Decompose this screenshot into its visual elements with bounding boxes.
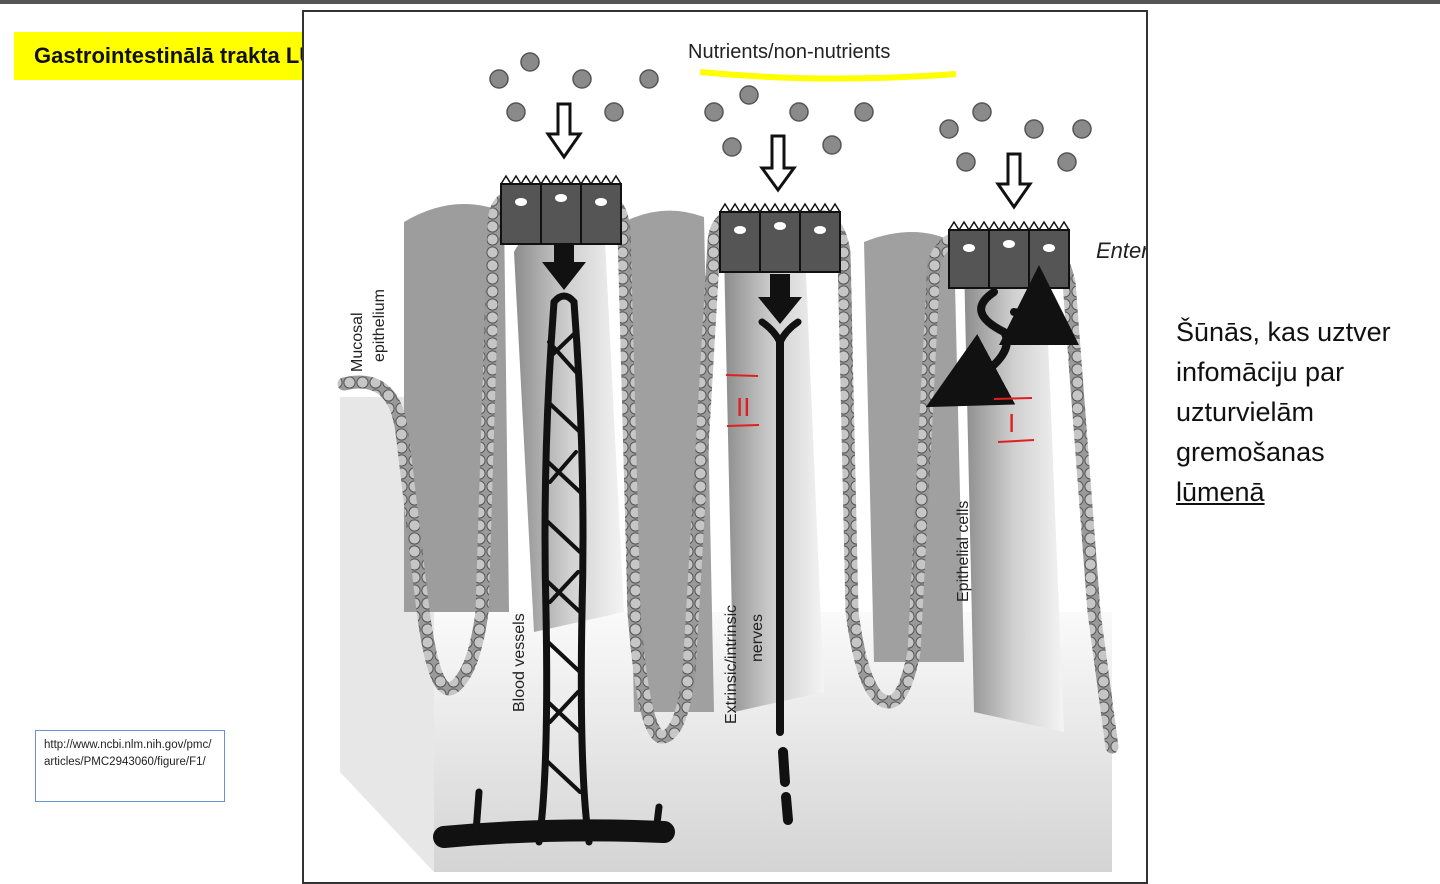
figure-frame: II I Nutrients/non-nutrients Entero-endo… bbox=[302, 10, 1148, 884]
nerves-label-2: nerves bbox=[749, 614, 766, 662]
side-note-line-4: gremošanas bbox=[1176, 437, 1325, 467]
top-rule bbox=[0, 0, 1440, 4]
intestinal-villi-diagram: II I Nutrients/non-nutrients Entero-endo… bbox=[337, 41, 1148, 872]
mucosal-label-1: Mucosal bbox=[349, 312, 366, 372]
entero-endocrine-cluster-2 bbox=[719, 202, 841, 273]
annotation-mark-i: I bbox=[1008, 408, 1015, 438]
mucosal-label-2: epithelium bbox=[371, 289, 388, 362]
source-url-box[interactable]: http://www.ncbi.nlm.nih.gov/pmc/articles… bbox=[35, 730, 225, 802]
blood-vessel bbox=[433, 292, 675, 848]
annotation-marks bbox=[725, 374, 1035, 443]
nutrient-particles bbox=[489, 52, 1092, 172]
side-note: Šūnās, kas uztver infomāciju par uzturvi… bbox=[1176, 312, 1426, 512]
solid-arrows bbox=[542, 244, 802, 324]
side-note-line-1: Šūnās, kas uztver bbox=[1176, 317, 1391, 347]
blood-vessels-label: Blood vessels bbox=[511, 613, 528, 712]
source-url-text[interactable]: http://www.ncbi.nlm.nih.gov/pmc/articles… bbox=[44, 739, 212, 768]
entero-endocrine-cluster-3 bbox=[948, 220, 1070, 289]
annotation-mark-ii: II bbox=[736, 392, 750, 422]
side-note-line-2: infomāciju par bbox=[1176, 357, 1345, 387]
entero-endocrine-label: Entero-endocrine cells bbox=[1096, 238, 1148, 263]
epithelial-cells-label: Epithelial cells bbox=[955, 501, 972, 602]
open-arrows bbox=[545, 102, 1033, 210]
paracrine-arrows bbox=[925, 265, 1079, 408]
nutrients-highlight bbox=[699, 69, 957, 82]
nerve-fiber bbox=[758, 318, 802, 825]
entero-endocrine-cluster-1 bbox=[500, 174, 622, 245]
nerves-label-1: Extrinsic/intrinsic bbox=[723, 605, 740, 724]
nutrients-label: Nutrients/non-nutrients bbox=[688, 41, 890, 63]
side-note-line-3: uzturvielām bbox=[1176, 397, 1315, 427]
side-note-line-5: lūmenā bbox=[1176, 477, 1265, 507]
